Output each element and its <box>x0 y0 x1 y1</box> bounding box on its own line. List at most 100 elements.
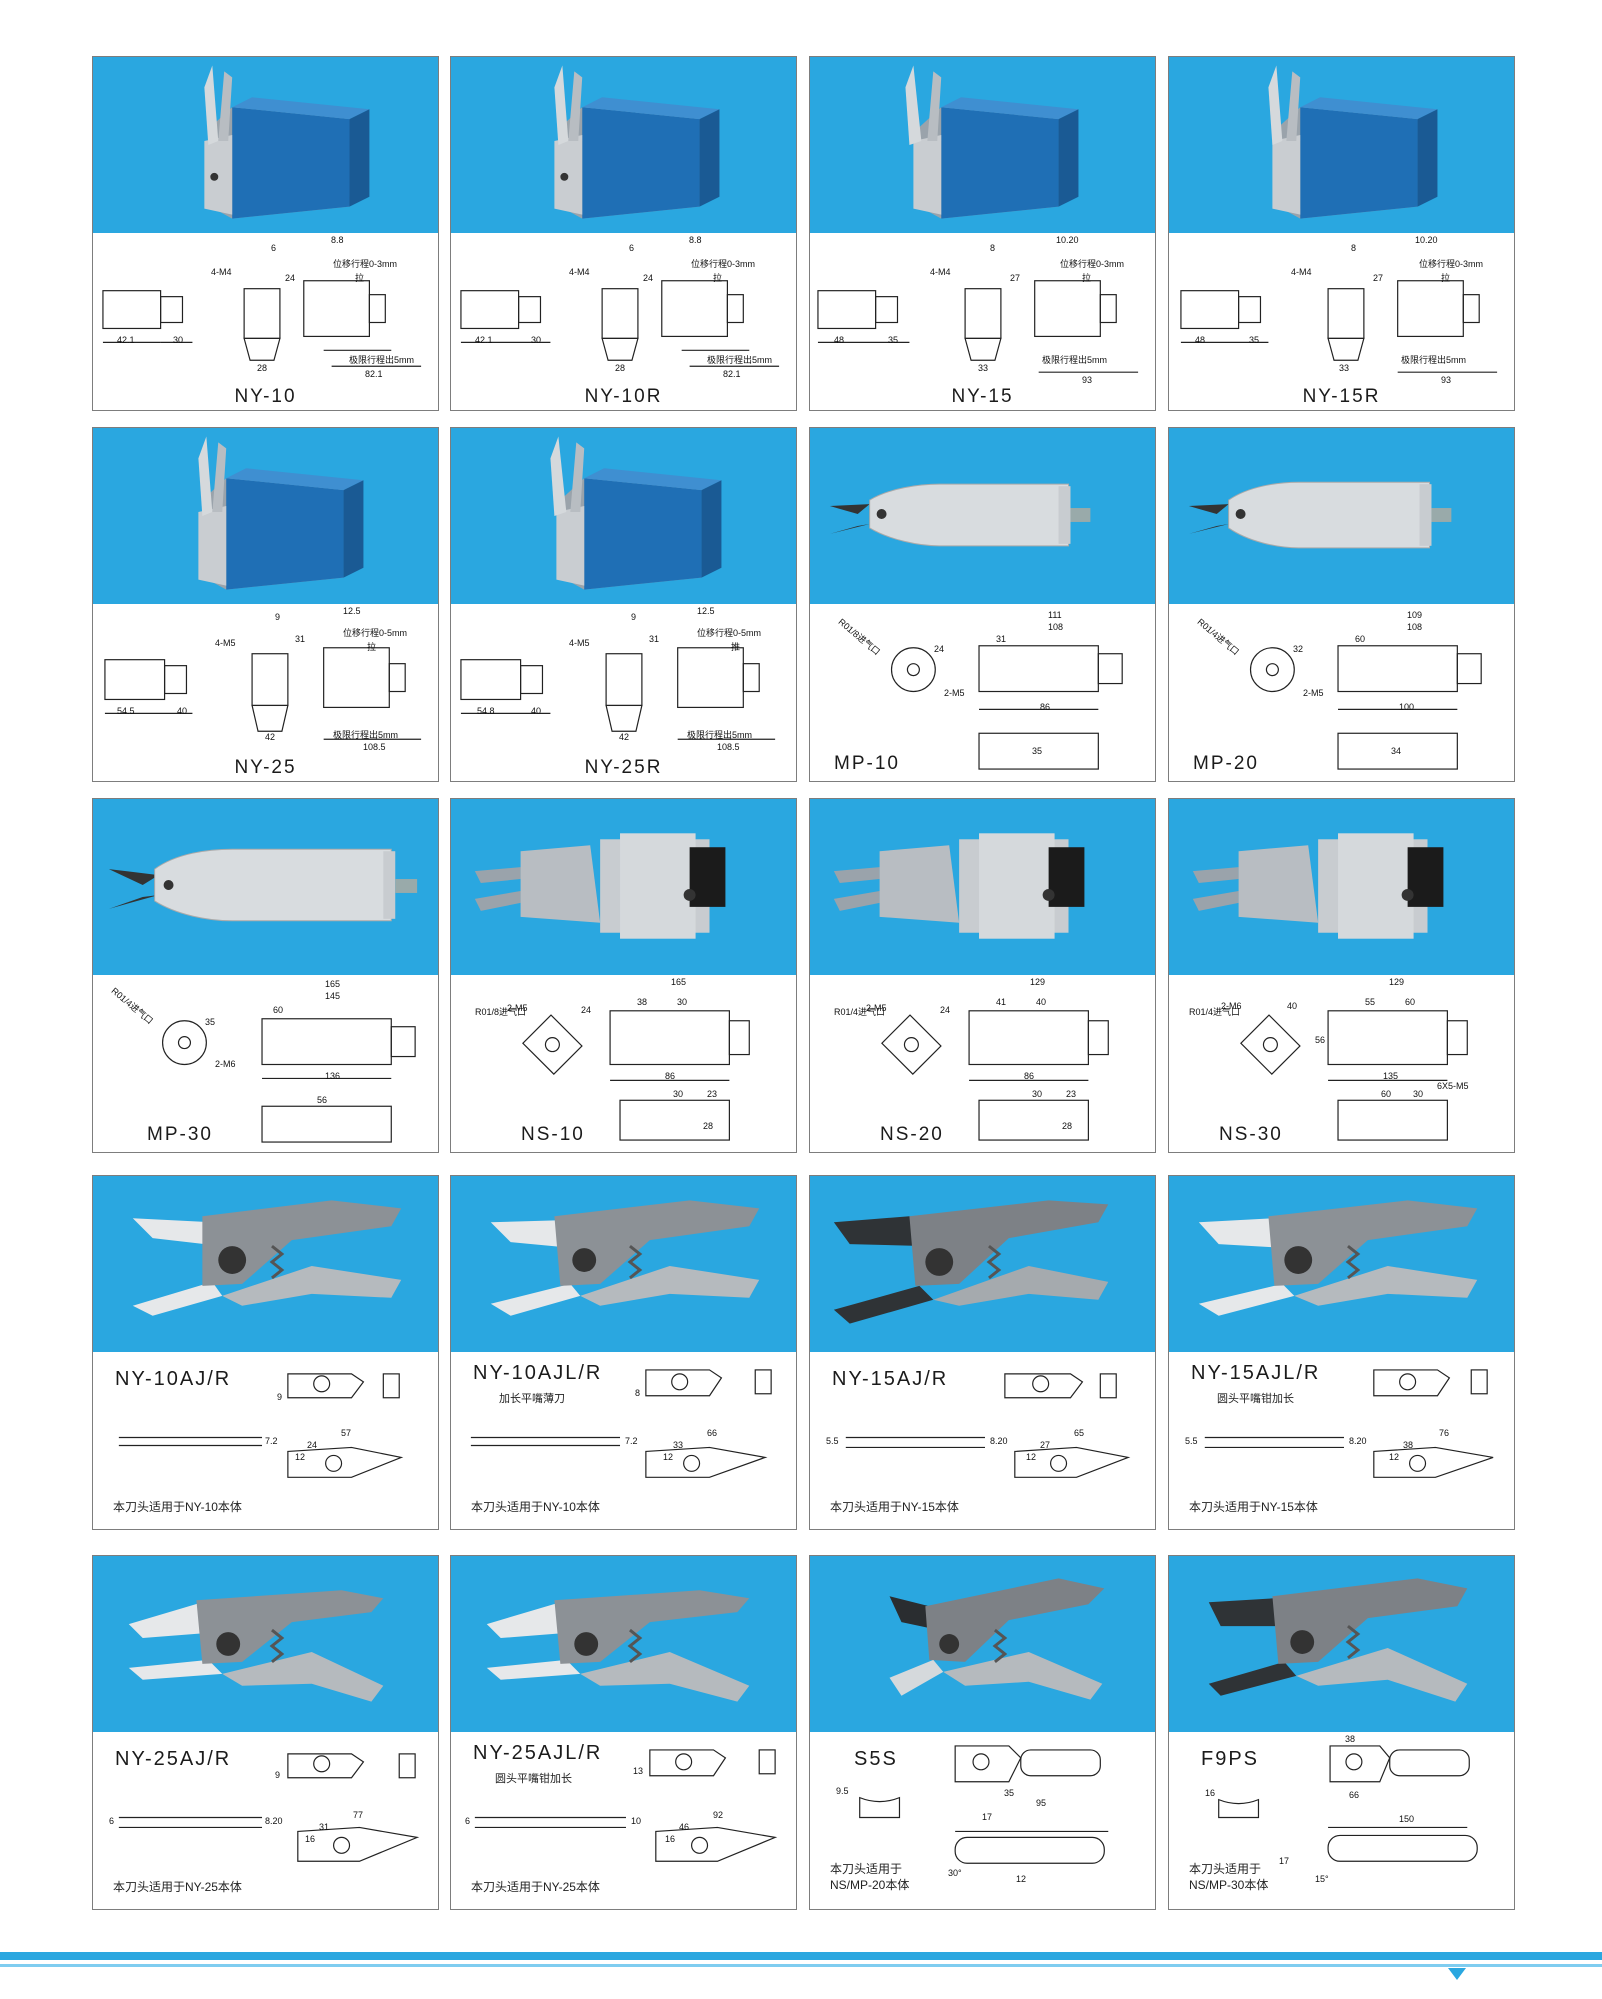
dimension-drawing: 9 7.2 57 24 12 <box>93 1352 438 1529</box>
product-photo <box>1169 428 1514 604</box>
dim-label: 17 <box>1279 1856 1290 1866</box>
dim-label: 10.20 <box>1056 235 1079 245</box>
product-card-mp30: R01/4进气口 165 145 60 35 2-M6 136 56 MP-30 <box>92 798 439 1153</box>
model-name: S5S <box>854 1748 898 1770</box>
nipper-blade-image <box>1208 1578 1468 1702</box>
applicable-note: 本刀头适用于NY-10本体 <box>471 1500 600 1514</box>
product-photo <box>451 428 796 604</box>
gripper-cylinder-image <box>204 65 370 219</box>
dim-label: 24 <box>643 273 654 283</box>
dim-label: 66 <box>707 1428 718 1438</box>
limit-label: 极限行程出5mm <box>1042 355 1107 365</box>
dim-label: 46 <box>679 1822 690 1832</box>
product-card-ny10aj: NY-10AJ/R 9 7.2 57 24 12 本刀头适用于NY-10本体 <box>92 1175 439 1530</box>
dim-label: 40 <box>531 706 542 716</box>
dim-label: 55 <box>1365 997 1376 1007</box>
stroke-label: 位移行程0-3mm <box>333 259 398 269</box>
model-name: NY-25R <box>584 757 663 778</box>
dim-label: 60 <box>1405 997 1416 1007</box>
dim-label: 30 <box>677 997 688 1007</box>
dim-label: 30 <box>673 1089 684 1099</box>
action-label: 拉 <box>355 273 365 283</box>
dim-label: 108.5 <box>717 742 740 752</box>
model-name: NY-15R <box>1302 386 1381 407</box>
dim-label: 92 <box>713 1810 724 1820</box>
gripper-cylinder-image <box>554 65 720 219</box>
dim-label: 86 <box>1040 702 1051 712</box>
limit-label: 极限行程出5mm <box>333 730 398 740</box>
dim-label: 86 <box>1024 1071 1035 1081</box>
model-name: NY-25AJ/R <box>115 1748 232 1770</box>
dim-label: 16 <box>665 1834 676 1844</box>
dim-label: 6 <box>629 243 635 253</box>
dimension-drawing: R01/4进气口 165 145 60 35 2-M6 136 56 <box>93 975 438 1152</box>
footer-line <box>0 1964 1602 1967</box>
dim-label: 42 <box>619 732 630 742</box>
model-name: NY-15AJL/R <box>1191 1362 1321 1384</box>
model-name: NS-30 <box>1219 1124 1283 1145</box>
product-photo <box>451 57 796 233</box>
dim-label: 17 <box>982 1812 993 1822</box>
dim-label: 54.8 <box>477 706 495 716</box>
dim-label: 38 <box>1403 1440 1414 1450</box>
gripper-cylinder-image <box>198 436 364 590</box>
dim-label: 10 <box>631 1816 642 1826</box>
action-label: 拉 <box>367 642 377 652</box>
dimension-drawing: R01/8进气口 2-M5 165 38 30 24 86 30 23 28 <box>451 975 796 1152</box>
gripper-cylinder-image <box>1268 65 1438 219</box>
dimension-drawing: 9 6 8.20 77 31 16 <box>93 1732 438 1909</box>
product-photo <box>810 428 1155 604</box>
nipper-blade-image <box>490 1200 760 1316</box>
dim-label: 40 <box>1036 997 1047 1007</box>
dim-label: 42.1 <box>117 335 135 345</box>
dim-label: 30° <box>948 1868 962 1878</box>
dim-label: 86 <box>665 1071 676 1081</box>
applicable-note: 本刀头适用于 <box>830 1862 903 1876</box>
screw-label: 2-M5 <box>507 1003 528 1013</box>
dim-label: 48 <box>834 335 845 345</box>
stroke-label: 位移行程0-5mm <box>697 628 762 638</box>
stroke-label: 位移行程0-3mm <box>1419 259 1484 269</box>
dim-label: 27 <box>1373 273 1384 283</box>
pneumatic-nipper-image <box>833 833 1085 939</box>
dim-label: 4-M5 <box>215 638 236 648</box>
dim-label: 65 <box>1074 1428 1085 1438</box>
product-card-f9ps: F9PS 38 66 150 16 17 15° 本刀头适用于 NS/MP-30… <box>1168 1555 1515 1910</box>
product-photo <box>810 1556 1155 1732</box>
product-photo <box>93 1176 438 1352</box>
dim-label: 12 <box>1026 1452 1037 1462</box>
dim-label: 6 <box>109 1816 115 1826</box>
dim-label: 35 <box>1032 746 1043 756</box>
stroke-label: 位移行程0-3mm <box>1060 259 1125 269</box>
dim-label: 57 <box>341 1428 352 1438</box>
product-photo <box>810 799 1155 975</box>
dim-label: 28 <box>257 363 268 373</box>
dim-label: 9 <box>275 1770 281 1780</box>
dim-label: 28 <box>1062 1121 1073 1131</box>
product-photo <box>810 57 1155 233</box>
gripper-cylinder-image <box>550 436 722 590</box>
dim-label: 41 <box>996 997 1007 1007</box>
dim-label: 24 <box>307 1440 318 1450</box>
dim-label: 42.1 <box>475 335 493 345</box>
dim-label: 9 <box>277 1392 283 1402</box>
product-photo <box>93 1556 438 1732</box>
nipper-blade-image <box>486 1590 750 1702</box>
model-name: NY-25AJL/R <box>473 1742 603 1764</box>
dim-label: 16 <box>305 1834 316 1844</box>
dim-label: 129 <box>1389 977 1405 987</box>
product-card-ny10: 8.8 6 位移行程0-3mm 拉 4-M4 24 42.1 30 28 极限行… <box>92 56 439 411</box>
dim-label: 6 <box>465 1816 471 1826</box>
action-label: 拉 <box>1441 273 1451 283</box>
product-card-ns30: R01/4进气口 2-M6 129 55 60 40 56 135 60 30 … <box>1168 798 1515 1153</box>
dim-label: 27 <box>1010 273 1021 283</box>
dim-label: 5.5 <box>1185 1436 1198 1446</box>
applicable-note: 本刀头适用于NY-25本体 <box>471 1880 600 1894</box>
dimension-drawing: 8.8 6 位移行程0-3mm 拉 4-M4 24 42.1 30 28 极限行… <box>451 233 796 410</box>
dim-label: 24 <box>581 1005 592 1015</box>
dim-label: 109 <box>1407 610 1423 620</box>
dim-label: 4-M5 <box>569 638 590 648</box>
applicable-note: 本刀头适用于 <box>1189 1862 1262 1876</box>
model-name: NY-15 <box>951 386 1014 407</box>
dim-label: 15° <box>1315 1874 1329 1884</box>
